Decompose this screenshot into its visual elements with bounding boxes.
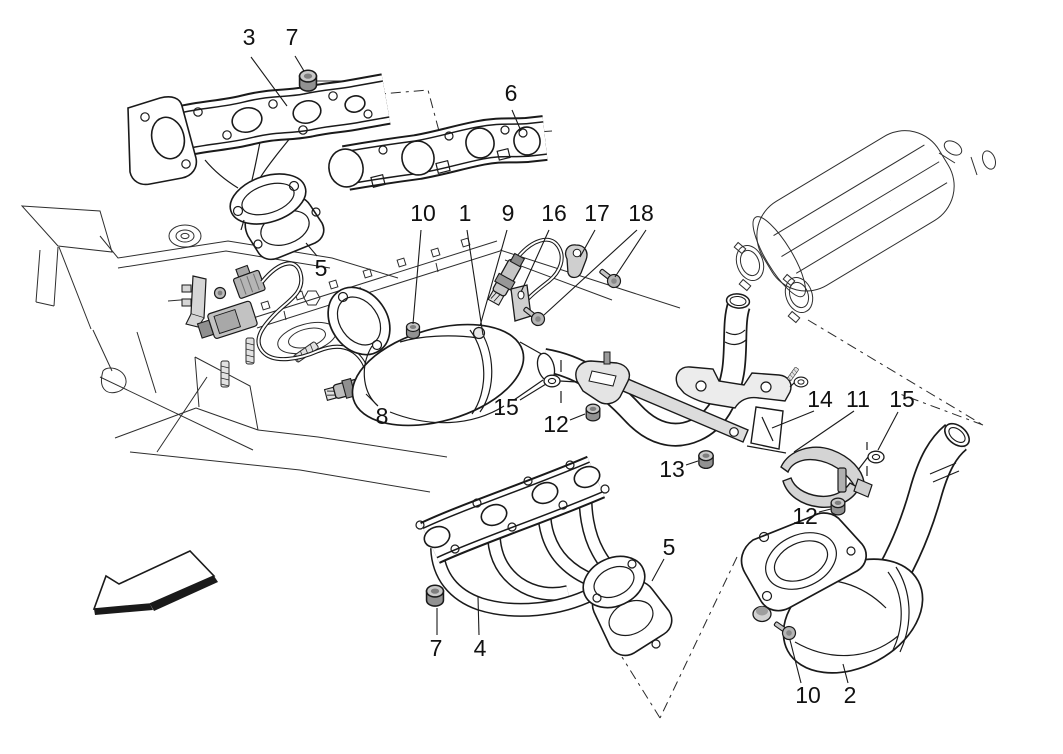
- pipe-2-open-end: [944, 422, 970, 448]
- nut-12-right: [830, 497, 846, 516]
- direction-arrow: [92, 550, 218, 615]
- muffler-body: [752, 130, 955, 298]
- callout-7: 7: [286, 24, 299, 50]
- callout-14: 14: [807, 386, 833, 412]
- callout-5: 5: [315, 255, 328, 281]
- leader-line-8: [365, 393, 378, 406]
- leader-line-17: [579, 229, 596, 258]
- connector-b: [196, 300, 258, 339]
- oxygen-sensor-9-group: [487, 237, 624, 329]
- callout-6: 6: [505, 80, 518, 106]
- leader-line-9: [479, 229, 508, 327]
- callout-15: 15: [889, 386, 915, 412]
- leader-line-10: [789, 639, 802, 684]
- bracket-16: [510, 284, 532, 322]
- leader-line-1: [466, 229, 484, 336]
- front-exhaust-pipe: [541, 293, 751, 447]
- upper-bracket-14: [675, 366, 792, 409]
- exhaust-manifold-3: [127, 73, 391, 261]
- mount-grommet: [793, 376, 809, 388]
- catalytic-converter-2: [740, 422, 970, 674]
- callout-3: 3: [243, 24, 256, 50]
- leader-line-16: [520, 229, 550, 293]
- leader-line-15: [519, 383, 547, 401]
- leader-line-2: [842, 663, 849, 684]
- leader-line-12: [818, 508, 832, 513]
- callout-layer: 3 7 6 10 1 9 16 17 18 5 8 15 12 13 14 11 15 12 5 7 4 10 2: [243, 24, 915, 708]
- oxygen-sensor-harness: [181, 261, 369, 378]
- leader-line-18: [614, 229, 647, 278]
- callout-4: 4: [474, 635, 487, 661]
- leader-line-5: [651, 558, 665, 582]
- catalytic-converter-1: [327, 286, 556, 427]
- muffler-inlet-clamp: [782, 273, 814, 324]
- muffler-inlet-clamp: [733, 241, 765, 292]
- converter-2-flange: [740, 512, 867, 612]
- callout-9: 9: [502, 200, 515, 226]
- nut-12-left: [585, 403, 601, 422]
- oxygen-sensor-9: [487, 252, 526, 306]
- leader-line-4: [477, 596, 480, 636]
- callout-18: 18: [628, 200, 654, 226]
- rear-muffler-assembly: [733, 130, 997, 324]
- callout-10: 10: [410, 200, 436, 226]
- engine-stud: [220, 360, 230, 388]
- leader-line-6: [511, 109, 522, 132]
- callout-8: 8: [376, 403, 389, 429]
- manifold-gasket-6: [328, 115, 548, 191]
- callout-1: 1: [459, 200, 472, 226]
- chassis-hex-nut: [303, 290, 321, 306]
- callout-2: 2: [844, 682, 857, 708]
- nut-7-lower: [425, 584, 445, 607]
- inlet-flange: [327, 286, 391, 356]
- leader-line-14: [771, 410, 815, 429]
- callout-12: 12: [543, 411, 569, 437]
- washer-15-right: [867, 450, 885, 464]
- clamp-11-pin: [837, 467, 847, 493]
- leader-line-11: [793, 410, 855, 453]
- leader-line-13: [685, 460, 699, 466]
- leader-line-5: [305, 242, 318, 257]
- nut-7-upper: [298, 69, 318, 92]
- support-bracket-assembly: [543, 351, 885, 516]
- leader-line-10: [412, 229, 422, 325]
- washer-15-left: [543, 374, 561, 388]
- callout-13: 13: [659, 456, 685, 482]
- callout-7: 7: [430, 635, 443, 661]
- leader-line-12: [569, 413, 586, 421]
- rail-clips: [260, 237, 471, 311]
- connector-a: [232, 264, 266, 299]
- callout-16: 16: [541, 200, 567, 226]
- engine-stud: [245, 337, 255, 365]
- callout-17: 17: [584, 200, 610, 226]
- bolt-18-right: [596, 264, 624, 291]
- clamp-11-upper-strap: [780, 446, 865, 488]
- harness-bracket: [190, 275, 207, 319]
- leader-line-3: [250, 56, 288, 107]
- leader-line-15: [877, 411, 899, 451]
- callout-5: 5: [663, 534, 676, 560]
- nut-13: [698, 450, 714, 470]
- exhaust-manifold-4: [415, 455, 673, 657]
- leader-line-7: [294, 55, 305, 72]
- nut-10-upper: [405, 321, 421, 340]
- callout-12: 12: [792, 503, 818, 529]
- callout-11: 11: [846, 386, 870, 412]
- leader-line-18: [543, 229, 638, 316]
- callout-15: 15: [493, 394, 519, 420]
- callout-10: 10: [795, 682, 821, 708]
